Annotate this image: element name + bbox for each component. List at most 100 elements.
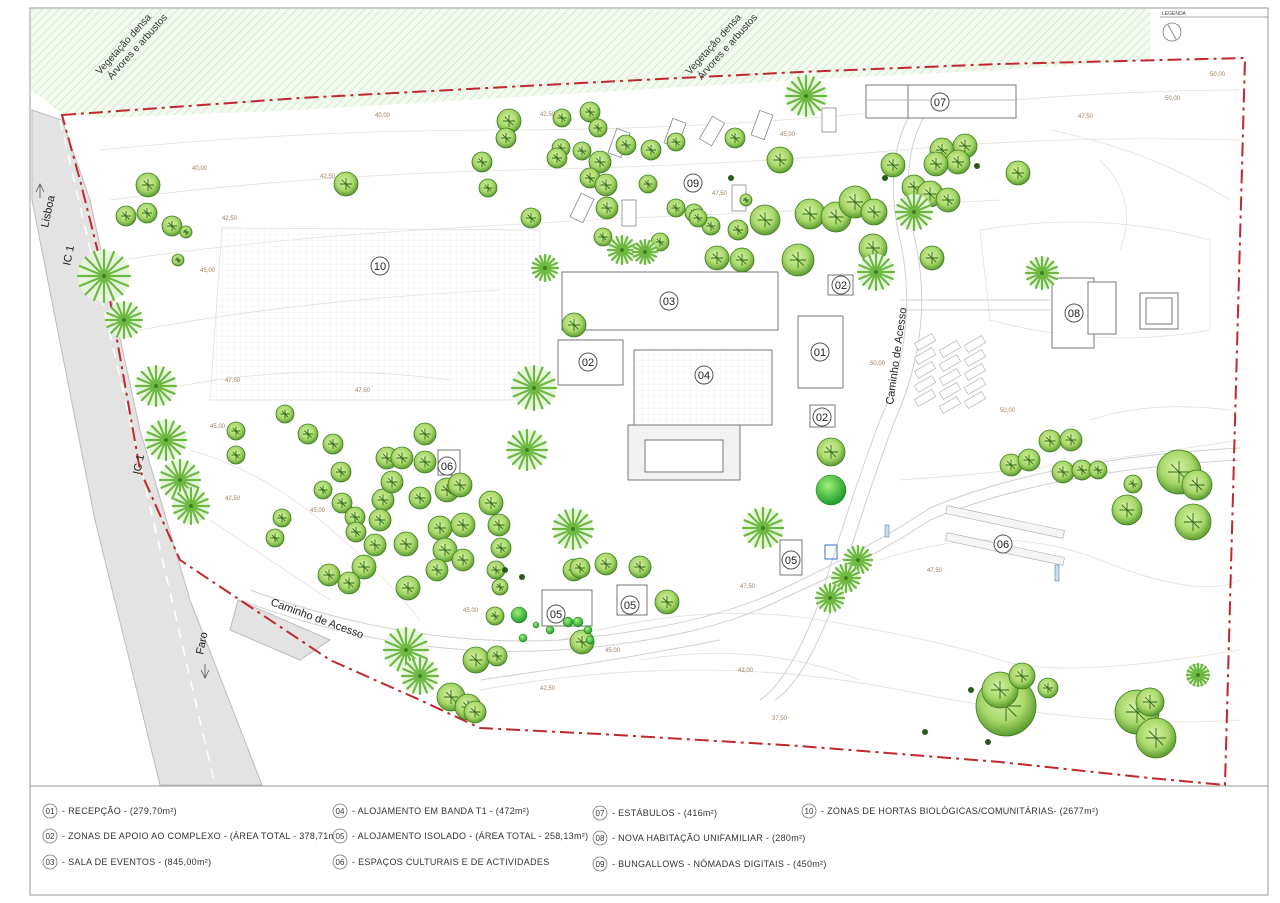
- tree-icon: [561, 312, 587, 338]
- legend-label: - ESPAÇOS CULTURAIS E DE ACTIVIDADES: [352, 857, 550, 867]
- palm-tree-icon: [894, 192, 934, 232]
- tree-icon: [520, 207, 542, 229]
- legend-item: 10- ZONAS DE HORTAS BIOLÓGICAS/COMUNITÁR…: [801, 803, 1098, 819]
- building-07-stables: [865, 84, 1017, 119]
- shrub-icon: [583, 625, 593, 635]
- tree-icon: [749, 204, 781, 236]
- svg-text:50,00: 50,00: [1210, 72, 1226, 78]
- tree-icon: [371, 488, 395, 512]
- tree-icon: [569, 557, 591, 579]
- access-ramp: [229, 599, 332, 661]
- tree-icon: [935, 187, 961, 213]
- palm-tree-icon: [784, 74, 828, 118]
- tree-icon: [337, 571, 361, 595]
- tree-icon: [451, 548, 475, 572]
- svg-text:08: 08: [1068, 308, 1080, 320]
- svg-text:42,50: 42,50: [540, 686, 556, 692]
- svg-text:06: 06: [997, 539, 1009, 551]
- svg-text:09: 09: [687, 178, 699, 190]
- svg-text:05: 05: [785, 555, 797, 567]
- legend-label: - BUNGALLOWS - NÓMADAS DIGITAIS - (450m²…: [612, 859, 827, 869]
- svg-text:37,50: 37,50: [772, 716, 788, 722]
- tree-icon: [593, 227, 613, 247]
- shrub-icon: [510, 606, 528, 624]
- tree-icon: [161, 215, 183, 237]
- tree-icon: [919, 245, 945, 271]
- legend-number: 03: [46, 858, 55, 867]
- legend-label: - NOVA HABITAÇÃO UNIFAMILIAR - (280m²): [612, 833, 806, 843]
- tree-icon: [171, 253, 185, 267]
- legend: 01- RECEPÇÃO - (279,70m²)02- ZONAS DE AP…: [42, 803, 1098, 872]
- tree-icon: [1037, 677, 1059, 699]
- tree-icon: [1123, 474, 1143, 494]
- tree-icon: [275, 404, 295, 424]
- property-boundary: [60, 56, 1247, 787]
- svg-text:45,00: 45,00: [605, 648, 621, 654]
- zone-marker-02-north: 02: [831, 275, 851, 295]
- svg-text:42,50: 42,50: [320, 174, 336, 180]
- tree-icon: [923, 151, 949, 177]
- tree-icon: [226, 445, 246, 465]
- small-tree-icon: [985, 739, 991, 745]
- zone-marker-02-west: 02: [578, 352, 598, 372]
- tree-icon: [688, 208, 708, 228]
- palm-tree-icon: [830, 562, 862, 594]
- legend-item: 04- ALOJAMENTO EM BANDA T1 - (472m²): [332, 803, 529, 819]
- svg-text:42,50: 42,50: [225, 496, 241, 502]
- tree-icon: [615, 134, 637, 156]
- svg-text:05: 05: [624, 600, 636, 612]
- tree-icon: [880, 152, 906, 178]
- zone-marker-09: 09: [683, 173, 703, 193]
- tree-icon: [478, 490, 504, 516]
- legend-label: - ZONAS DE APOIO AO COMPLEXO - (ÁREA TOT…: [62, 831, 343, 841]
- svg-text:07: 07: [934, 97, 946, 109]
- tree-icon: [569, 629, 595, 655]
- tree-icon: [486, 645, 508, 667]
- tree-icon: [1017, 448, 1041, 472]
- legend-item: 02- ZONAS DE APOIO AO COMPLEXO - (ÁREA T…: [42, 828, 343, 844]
- palm-tree-icon: [76, 248, 132, 304]
- tree-icon: [594, 173, 618, 197]
- svg-text:47,50: 47,50: [355, 388, 371, 394]
- small-tree-icon: [502, 567, 508, 573]
- legend-item: 06- ESPAÇOS CULTURAIS E DE ACTIVIDADES: [332, 854, 550, 870]
- tree-icon: [272, 508, 292, 528]
- tree-icon: [1088, 460, 1108, 480]
- tree-icon: [588, 118, 608, 138]
- svg-text:02: 02: [816, 412, 828, 424]
- tree-icon: [179, 225, 193, 239]
- shrub-icon: [562, 616, 574, 628]
- highway-centerline: [59, 119, 216, 786]
- tree-icon: [432, 537, 458, 563]
- legend-number: 01: [46, 807, 55, 816]
- tree-icon: [115, 205, 137, 227]
- tree-icon: [794, 198, 826, 230]
- tree-icon: [450, 512, 476, 538]
- tree-icon: [313, 480, 333, 500]
- legend-item: 07- ESTÁBULOS - (416m²): [592, 805, 717, 821]
- tree-icon: [654, 589, 680, 615]
- legenda-box: LEGENDA: [1160, 11, 1268, 42]
- legend-number: 08: [596, 834, 605, 843]
- palm-tree-icon: [551, 507, 595, 551]
- pool-basin: [644, 439, 724, 473]
- palm-tree-icon: [1185, 662, 1211, 688]
- palm-tree-icon: [400, 656, 440, 696]
- tree-icon: [981, 671, 1019, 709]
- tree-icon: [1135, 687, 1165, 717]
- svg-text:02: 02: [582, 357, 594, 369]
- svg-text:45,00: 45,00: [463, 608, 479, 614]
- small-tree-icon: [519, 574, 525, 580]
- svg-text:47,50: 47,50: [1078, 114, 1094, 120]
- svg-text:LEGENDA: LEGENDA: [1162, 11, 1187, 17]
- legend-item: 08 - NOVA HABITAÇÃO UNIFAMILIAR - (280m²): [592, 830, 806, 846]
- tree-icon: [552, 108, 572, 128]
- legend-item: 03- SALA DE EVENTOS - (845,00m²): [42, 854, 211, 870]
- small-trees-layer: [502, 163, 991, 745]
- zone-marker-05-b: 05: [620, 595, 640, 615]
- tree-icon: [704, 245, 730, 271]
- zone-marker-02-south: 02: [812, 407, 832, 427]
- palm-tree-icon: [631, 238, 659, 266]
- dense-vegetation-area: [31, 9, 1150, 118]
- svg-text:40,00: 40,00: [375, 113, 391, 119]
